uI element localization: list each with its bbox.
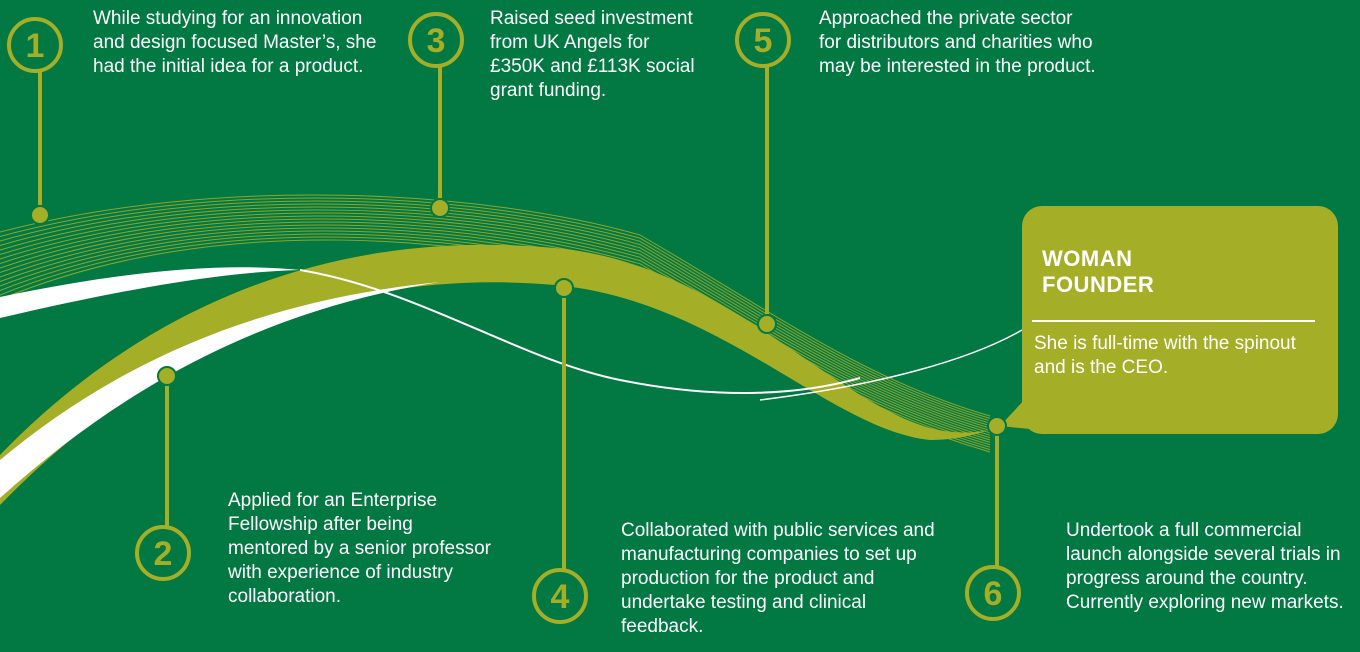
step-dots [30,198,1007,436]
step-badge-1 [7,17,63,73]
wave-line [0,206,991,427]
step-badge-2 [135,525,191,581]
step-text-3: Raised seed investment from UK Angels fo… [490,8,695,101]
step-number-5: 5 [754,22,773,60]
step-dot-4 [554,278,574,298]
wave-line [0,215,991,434]
white-thin-curve [299,269,861,394]
step-dot-5 [757,314,777,334]
step-text-5: Approached the private sector for distri… [819,8,1096,77]
step-badge-6 [965,565,1021,621]
thin-wave-lines [0,194,991,453]
wave-line [0,221,991,439]
step-text-2: Applied for an Enterprise Fellowship aft… [228,490,491,607]
step-text-1: While studying for an innovation and des… [93,8,377,77]
step-numbers: 1 2 3 4 5 6 [26,22,1003,616]
founder-description: She is full-time with the spinout and is… [1034,333,1296,378]
step-dot-2 [157,366,177,386]
connector-line [759,329,1023,401]
founder-divider [1032,320,1315,322]
wave-line [0,200,991,422]
founder-card: WOMAN FOUNDER She is full-time with the … [1022,206,1338,434]
step-badge-3 [408,12,464,68]
wave-line [0,197,991,419]
step-number-2: 2 [154,535,173,573]
wave-line [0,209,991,429]
step-badge-4 [532,568,588,624]
step-text-6: Undertook a full commercial launch along… [1066,520,1344,613]
step-dot-6 [987,416,1007,436]
wave-line [0,203,991,424]
step-number-4: 4 [551,578,570,616]
step-number-3: 3 [427,22,446,60]
wave-line [0,194,991,417]
step-markers [7,12,1021,624]
green-ribbon [0,244,1000,505]
step-dot-1 [30,205,50,225]
step-number-6: 6 [984,575,1003,613]
step-text-4: Collaborated with public services and ma… [621,520,935,637]
white-swoosh-band [0,267,300,318]
step-badge-5 [735,12,791,68]
founder-title: WOMAN FOUNDER [1042,246,1155,297]
step-dot-3 [430,198,450,218]
step-number-1: 1 [26,27,45,65]
